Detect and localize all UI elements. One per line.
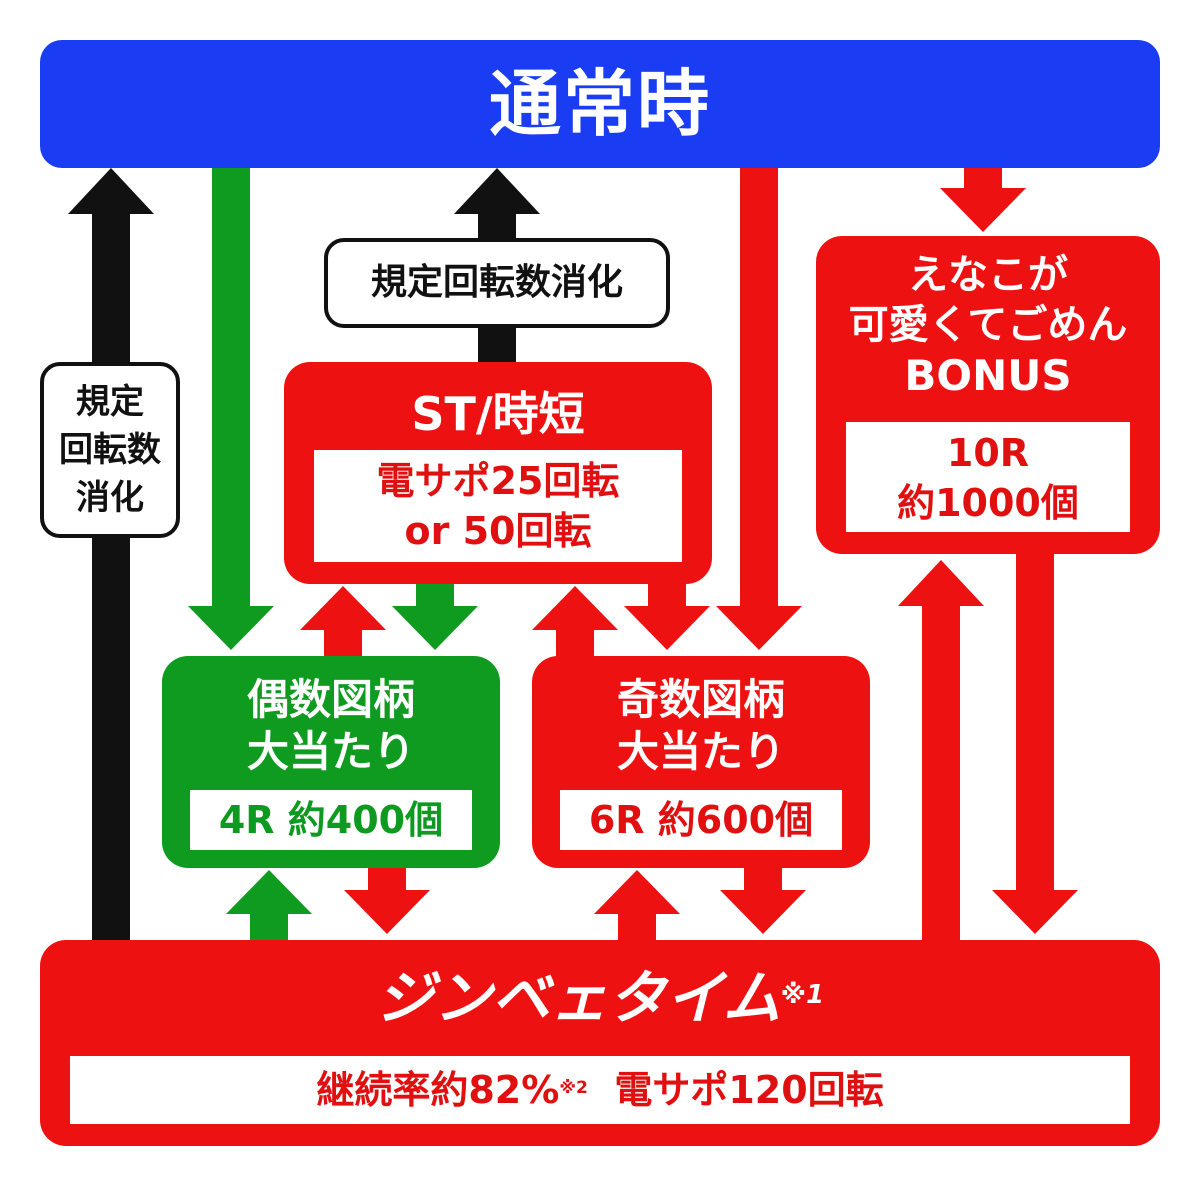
arrow-even-to-st-red (300, 586, 386, 658)
normal-state-title: 通常時 (488, 62, 711, 146)
even-title-line-1: 偶数図柄 (246, 675, 415, 724)
arrow-jinbe-to-odd-red (594, 870, 680, 946)
odd-detail: 6R 約600個 (588, 798, 814, 842)
jinbe-title-wrap: ジンベェタイム※1 (40, 960, 1160, 1036)
bonus-title: えなこが 可愛くてごめん BONUS (816, 250, 1160, 402)
arrow-normal-to-even-green (188, 168, 274, 650)
odd-title-line-2: 大当たり (616, 727, 785, 776)
odd-detail-panel: 6R 約600個 (560, 790, 842, 850)
even-title-line-2: 大当たり (246, 727, 415, 776)
odd-title-line-1: 奇数図柄 (616, 675, 785, 724)
even-detail: 4R 約400個 (218, 798, 444, 842)
st-title: ST/時短 (411, 387, 585, 441)
jinbe-time-box: ジンベェタイム※1 継続率約82%※2 電サポ120回転 (40, 940, 1160, 1146)
odd-title: 奇数図柄 大当たり (532, 674, 870, 778)
label-left-line-2: 回転数 (59, 430, 161, 470)
bonus-detail-line-2: 約1000個 (897, 481, 1079, 525)
st-detail-line-2: or 50回転 (404, 509, 592, 553)
bonus-title-line-1: えなこが (908, 252, 1068, 298)
jinbe-detail-note: ※2 (559, 1078, 588, 1099)
arrow-st-to-odd-red (624, 584, 710, 650)
normal-state-box: 通常時 (40, 40, 1160, 168)
bonus-detail-panel: 10R 約1000個 (846, 422, 1130, 532)
label-mid-text: 規定回転数消化 (370, 262, 623, 303)
label-rotation-count-left: 規定 回転数 消化 (40, 362, 180, 538)
label-left-line-3: 消化 (76, 478, 144, 518)
arrow-left-up-black (68, 168, 154, 950)
arrow-normal-to-odd-red (716, 168, 802, 650)
bonus-box: えなこが 可愛くてごめん BONUS 10R 約1000個 (816, 236, 1160, 554)
jinbe-detail-panel: 継続率約82%※2 電サポ120回転 (70, 1056, 1130, 1124)
arrow-odd-to-st-red (532, 586, 618, 658)
jinbe-detail-continuation: 継続率約82% (316, 1068, 560, 1112)
odd-jackpot-box: 奇数図柄 大当たり 6R 約600個 (532, 656, 870, 868)
label-left-line-1: 規定 (76, 382, 144, 422)
bonus-title-line-3: BONUS (904, 351, 1072, 400)
bonus-detail-line-1: 10R (946, 431, 1030, 475)
jinbe-detail-spacer (588, 1068, 614, 1112)
jinbe-detail: 継続率約82%※2 電サポ120回転 (70, 1056, 1130, 1124)
st-detail-panel: 電サポ25回転 or 50回転 (314, 450, 682, 562)
arrow-jinbe-to-even-green (226, 870, 312, 946)
jinbe-detail-support: 電サポ120回転 (614, 1068, 884, 1112)
st-detail-line-1: 電サポ25回転 (376, 459, 620, 503)
jinbe-title: ジンベェタイム (375, 964, 781, 1032)
st-jitan-box: ST/時短 電サポ25回転 or 50回転 (284, 362, 712, 584)
arrow-bonus-to-jinbe-red (992, 554, 1078, 934)
arrow-jinbe-to-bonus-red (898, 560, 984, 946)
arrow-st-to-even-green (392, 584, 478, 650)
arrow-even-to-jinbe-red (344, 868, 430, 934)
label-rotation-count-mid: 規定回転数消化 (324, 238, 670, 328)
arrow-normal-to-bonus-red (940, 168, 1026, 232)
even-detail-panel: 4R 約400個 (190, 790, 472, 850)
even-title: 偶数図柄 大当たり (162, 674, 500, 778)
bonus-title-line-2: 可愛くてごめん (848, 302, 1128, 348)
arrow-odd-to-jinbe-red (720, 868, 806, 934)
jinbe-title-note: ※1 (780, 980, 825, 1011)
even-jackpot-box: 偶数図柄 大当たり 4R 約400個 (162, 656, 500, 868)
